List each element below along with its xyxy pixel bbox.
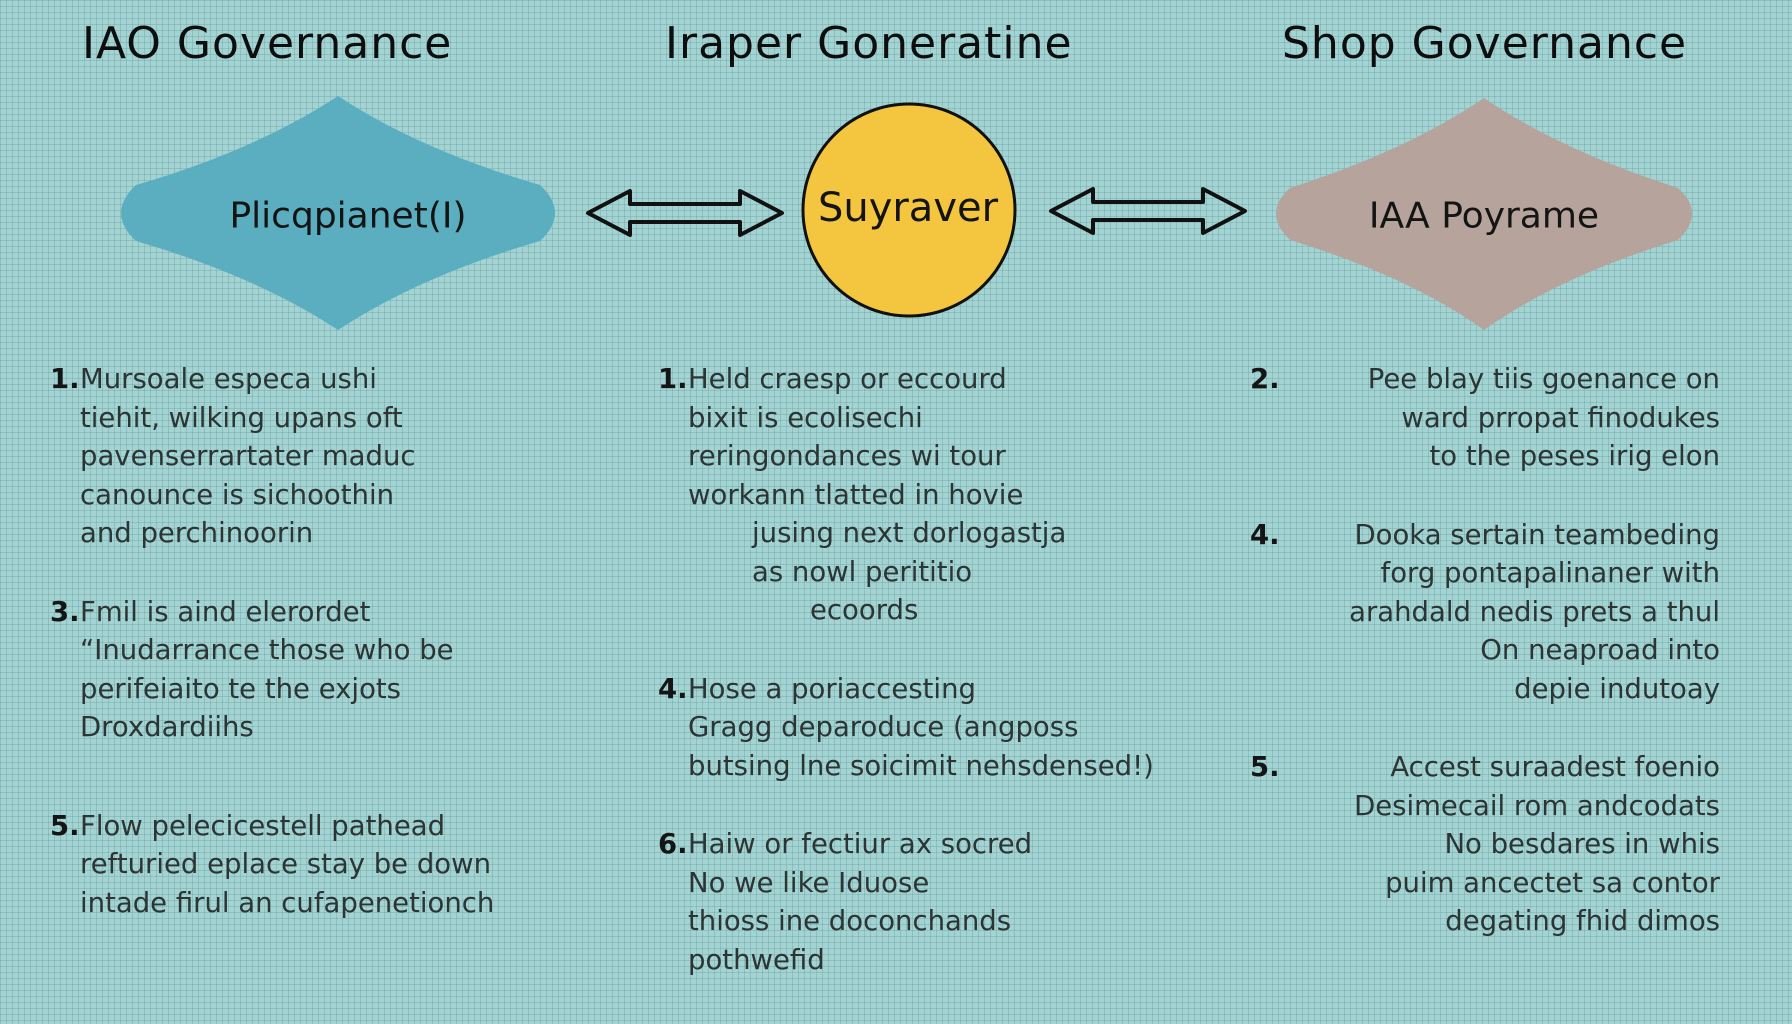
item-line: intade firul an cufapenetionch: [80, 886, 495, 919]
list-item: 5. Accest suraadest foenio Desimecail ro…: [1250, 748, 1720, 941]
right-column-list: 2. Pee blay tiis goenance on ward prropa…: [1250, 360, 1720, 981]
item-line: and perchinoorin: [80, 517, 314, 549]
item-line: pothwefid: [688, 943, 825, 976]
list-item: 5. Flow pelecicestell pathead refturied …: [50, 807, 590, 923]
item-line: butsing lne soicimit nehsdensed!): [688, 749, 1154, 782]
list-item: 3. Fmil is aind elerordet “Inudarrance t…: [50, 593, 590, 747]
item-line: No besdares in whis: [1444, 828, 1720, 860]
list-item: 1. Held craesp or eccourd bixit is ecoli…: [658, 360, 1218, 630]
item-line: Flow pelecicestell pathead: [80, 809, 446, 842]
left-diamond-shape: [121, 96, 555, 330]
item-line: ward prropat finodukes: [1401, 401, 1720, 434]
item-number: 4.: [1250, 518, 1280, 551]
item-line: perifeiaito te the exjots: [80, 672, 402, 705]
item-line: Haiw or fectiur ax socred: [688, 828, 1033, 860]
item-number: 6.: [658, 828, 688, 860]
item-line: reringondances wi tour: [688, 440, 1006, 472]
item-line: “Inudarrance those who be: [80, 634, 454, 666]
item-line: puim ancectet sa contor: [1385, 866, 1720, 899]
item-line: No we like Iduose: [688, 866, 930, 899]
item-line: Mursoale especa ushi: [80, 363, 377, 395]
item-line: canounce is sichoothin: [80, 478, 395, 511]
item-line: degating fhid dimos: [1445, 905, 1720, 937]
item-line: Droxdardiihs: [80, 711, 254, 743]
item-number: 1.: [50, 363, 80, 395]
item-line: pavenserrartater maduc: [80, 440, 416, 472]
item-number: 4.: [658, 672, 688, 705]
item-line: Dooka sertain teambeding: [1354, 518, 1720, 551]
double-arrow-right: [1049, 187, 1247, 235]
item-line: Desimecail rom andcodats: [1354, 789, 1720, 822]
item-line: to the peses irig elon: [1429, 440, 1720, 472]
center-circle-shape: [801, 102, 1017, 318]
item-line: depie indutoay: [1514, 672, 1720, 705]
item-line: Fmil is aind elerordet: [80, 595, 371, 628]
item-line: workann tlatted in hovie: [688, 478, 1024, 511]
center-shape-label: Suyraver: [817, 185, 999, 231]
left-column-list: 1. Mursoale especa ushi tiehit, wilking …: [50, 360, 590, 962]
item-line: Held craesp or eccourd: [688, 363, 1007, 395]
item-line: arahdald nedis prets a thul: [1349, 595, 1720, 628]
item-line: forg pontapalinaner with: [1380, 557, 1720, 589]
item-number: 1.: [658, 363, 688, 395]
item-line: Pee blay tiis goenance on: [1367, 363, 1720, 395]
item-number: 3.: [50, 595, 80, 628]
item-line: Accest suraadest foenio: [1390, 751, 1720, 783]
list-item: 6. Haiw or fectiur ax socred No we like …: [658, 825, 1218, 979]
right-diamond-shape: [1276, 98, 1692, 330]
item-line: jusing next dorlogastja: [752, 517, 1067, 549]
item-line: thioss ine doconchands: [688, 905, 1012, 937]
item-line: Gragg deparoduce (angposs: [688, 711, 1079, 743]
right-shape-label: IAA Poyrame: [1368, 195, 1600, 237]
list-item: 4. Hose a poriaccesting Gragg deparoduce…: [658, 670, 1218, 786]
item-line: tiehit, wilking upans oft: [80, 401, 403, 434]
title-right: Shop Governance: [1282, 18, 1688, 69]
item-line: ecoords: [810, 594, 919, 626]
list-item: 2. Pee blay tiis goenance on ward prropa…: [1250, 360, 1720, 476]
item-number: 2.: [1250, 363, 1280, 395]
center-column-list: 1. Held craesp or eccourd bixit is ecoli…: [658, 360, 1218, 1019]
item-number: 5.: [50, 809, 80, 842]
item-line: Hose a poriaccesting: [688, 672, 976, 705]
list-item: 1. Mursoale especa ushi tiehit, wilking …: [50, 360, 590, 553]
title-left: IAO Governance: [82, 18, 453, 69]
left-shape-label: Plicqpianet(I): [229, 195, 467, 237]
item-line: as nowl perititio: [752, 555, 973, 588]
item-line: On neaproad into: [1480, 634, 1720, 666]
title-center: Iraper Goneratine: [665, 18, 1073, 69]
list-item: 4. Dooka sertain teambeding forg pontapa…: [1250, 516, 1720, 709]
double-arrow-left: [586, 189, 784, 237]
item-line: bixit is ecolisechi: [688, 401, 923, 434]
item-line: refturied eplace stay be down: [80, 848, 492, 880]
item-number: 5.: [1250, 751, 1280, 783]
